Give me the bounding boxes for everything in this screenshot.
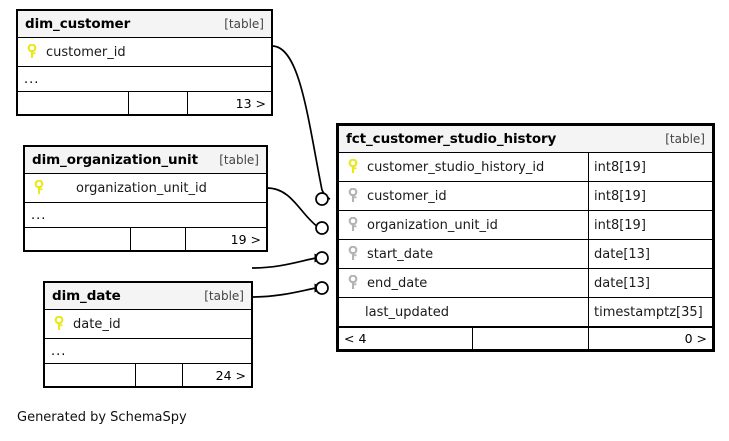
footer-parent-count [25,228,132,250]
table-dim-organization-unit[interactable]: dim_organization_unit [table] organizati… [23,145,268,252]
table-type-tag: [table] [219,153,259,167]
table-footer-fct-customer-studio-history: < 4 0 > [339,327,712,349]
table-footer-dim-organization-unit: 19 > [25,228,266,250]
table-row[interactable]: customer_studio_history_id int8[19] [339,153,712,182]
footer-parent-count [45,364,136,386]
column-name-cell: start_date [339,240,588,268]
table-row[interactable]: customer_id int8[19] [339,182,712,211]
primary-key-icon [54,316,64,330]
footer-child-count: 24 > [215,367,246,383]
column-name-text: customer_studio_history_id [367,159,545,175]
table-row[interactable]: last_updated timestamptz[35] [339,298,712,327]
table-title: dim_customer [25,16,131,32]
table-title: fct_customer_studio_history [346,131,557,147]
foreign-key-icon [348,246,358,260]
foreign-key-icon [348,275,358,289]
relationship-dim-date-to-end-date [251,281,329,298]
footer-middle-cell [131,228,187,250]
table-type-tag: [table] [204,289,244,303]
column-type-cell: int8[19] [588,182,712,210]
table-header-dim-customer: dim_customer [table] [18,11,271,38]
table-dim-date[interactable]: dim_date [table] date_id ... 24 > [43,281,253,388]
column-name-text: date_id [73,316,121,332]
footer-parent-count: < 4 [339,328,474,349]
column-type-cell: date[13] [588,240,712,268]
table-title: dim_date [52,288,121,304]
more-columns-ellipsis: ... [18,67,271,92]
footer-parent-count [18,92,130,114]
column-type-cell: int8[19] [588,211,712,239]
footer-middle-cell [136,364,183,386]
footer-child-count: 0 > [684,331,707,346]
relationship-dim-organization-unit-to-organization-unit-id [266,187,329,235]
relationship-dim-date-to-start-date [251,251,329,269]
table-dim-customer[interactable]: dim_customer [table] customer_id ... 13 … [16,9,273,116]
table-footer-dim-date: 24 > [45,364,251,386]
table-type-tag: [table] [224,17,264,31]
table-type-tag: [table] [665,132,705,146]
table-row[interactable]: end_date date[13] [339,269,712,298]
column-name-text: start_date [367,246,434,262]
column-name-cell: organization_unit_id [339,211,588,239]
footer-child-count: 19 > [230,231,261,247]
table-header-dim-date: dim_date [table] [45,283,251,310]
table-title: dim_organization_unit [32,152,198,168]
foreign-key-icon [348,188,358,202]
primary-key-icon [34,180,44,194]
relationship-dim-customer-to-customer-id [271,45,331,206]
column-name-text: last_updated [365,304,450,320]
primary-key-icon [27,44,37,58]
primary-key-icon [348,159,358,173]
column-type-cell: timestamptz[35] [588,298,712,326]
table-footer-dim-customer: 13 > [18,92,271,114]
column-name-cell: date_id [45,310,251,338]
column-name-cell: end_date [339,269,588,297]
more-columns-ellipsis: ... [45,339,251,364]
column-type-cell: date[13] [588,269,712,297]
column-name-cell: customer_studio_history_id [339,153,588,181]
footer-child-count: 13 > [235,95,266,111]
table-fct-customer-studio-history[interactable]: fct_customer_studio_history [table] cust… [336,123,715,352]
column-name-text: end_date [367,275,428,291]
table-row[interactable]: date_id [45,310,251,339]
table-row[interactable]: customer_id [18,38,271,67]
column-name-cell: customer_id [18,38,271,66]
column-name-text: organization_unit_id [76,180,207,196]
table-row[interactable]: organization_unit_id int8[19] [339,211,712,240]
footer-middle-cell [129,92,188,114]
foreign-key-icon [348,217,358,231]
column-name-text: customer_id [46,44,126,60]
column-name-cell: organization_unit_id [25,174,266,202]
table-row[interactable]: start_date date[13] [339,240,712,269]
column-name-cell: customer_id [339,182,588,210]
column-name-text: organization_unit_id [367,217,498,233]
table-row[interactable]: organization_unit_id [25,174,266,203]
column-name-text: customer_id [367,188,447,204]
generated-by-caption: Generated by SchemaSpy [17,410,187,425]
table-header-fct-customer-studio-history: fct_customer_studio_history [table] [339,126,712,153]
more-columns-ellipsis: ... [25,203,266,228]
footer-middle-cell [473,328,589,349]
column-name-cell: last_updated [339,298,588,326]
column-type-cell: int8[19] [588,153,712,181]
table-header-dim-organization-unit: dim_organization_unit [table] [25,147,266,174]
